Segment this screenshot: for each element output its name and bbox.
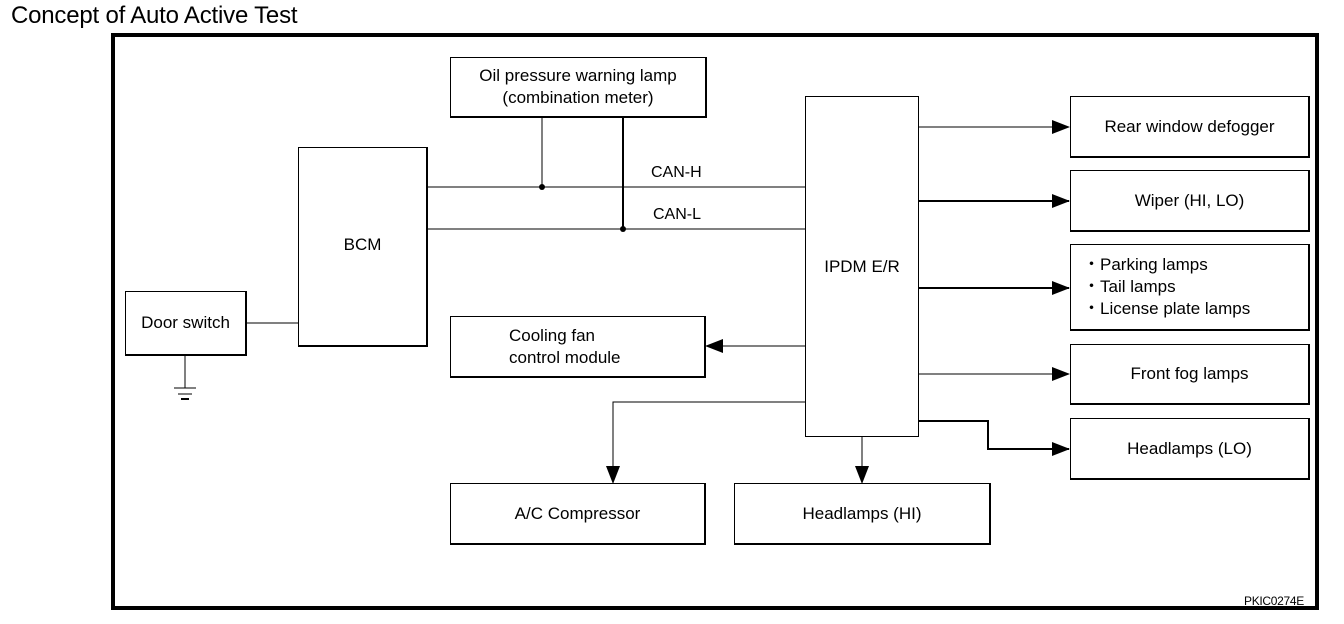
wiper-block: Wiper (HI, LO) xyxy=(1070,170,1310,232)
door-switch-block: Door switch xyxy=(125,291,247,356)
bcm-block: BCM xyxy=(298,147,428,347)
headlamps-hi-block: Headlamps (HI) xyxy=(734,483,991,545)
wiper-label: Wiper (HI, LO) xyxy=(1134,190,1245,210)
bcm-label: BCM xyxy=(343,234,382,254)
rear-defogger-block: Rear window defogger xyxy=(1070,96,1310,158)
can-h-label: CAN-H xyxy=(651,164,702,181)
oil-pressure-lamp-block: Oil pressure warning lamp (combination m… xyxy=(450,57,707,118)
ipdm-er-label: IPDM E/R xyxy=(824,256,900,276)
license-plate-lamps-label: ・License plate lamps xyxy=(1083,299,1251,318)
to-headlamps-lo-wire xyxy=(918,420,1070,456)
headlamps-lo-block: Headlamps (LO) xyxy=(1070,418,1310,480)
tail-lamps-label: ・Tail lamps xyxy=(1083,277,1176,296)
figure-code: PKIC0274E xyxy=(1243,594,1304,608)
lamps-block: ・Parking lamps ・Tail lamps ・License plat… xyxy=(1070,244,1310,331)
front-fog-label: Front fog lamps xyxy=(1130,364,1249,383)
oil-pressure-label-line2: (combination meter) xyxy=(502,88,654,107)
diagram-frame xyxy=(111,33,1319,610)
cooling-fan-block: Cooling fan control module xyxy=(450,316,706,378)
cooling-fan-label-line1: Cooling fan xyxy=(509,325,596,345)
headlamps-lo-label: Headlamps (LO) xyxy=(1127,438,1252,458)
oil-pressure-label-line1: Oil pressure warning lamp xyxy=(479,66,677,85)
ac-compressor-label: A/C Compressor xyxy=(514,503,641,523)
diagram-title: Concept of Auto Active Test xyxy=(11,2,298,29)
door-switch-label: Door switch xyxy=(141,313,230,332)
front-fog-block: Front fog lamps xyxy=(1070,344,1310,405)
can-l-junction xyxy=(620,226,626,232)
rear-defogger-label: Rear window defogger xyxy=(1104,116,1275,136)
headlamps-hi-label: Headlamps (HI) xyxy=(802,503,922,523)
ipdm-er-block: IPDM E/R xyxy=(805,96,919,437)
can-h-junction xyxy=(539,184,545,190)
parking-lamps-label: ・Parking lamps xyxy=(1083,255,1208,274)
ac-compressor-block: A/C Compressor xyxy=(450,483,706,545)
to-ac-compressor-wire xyxy=(606,401,806,484)
cooling-fan-label-line2: control module xyxy=(509,347,621,367)
can-l-label: CAN-L xyxy=(653,206,702,223)
